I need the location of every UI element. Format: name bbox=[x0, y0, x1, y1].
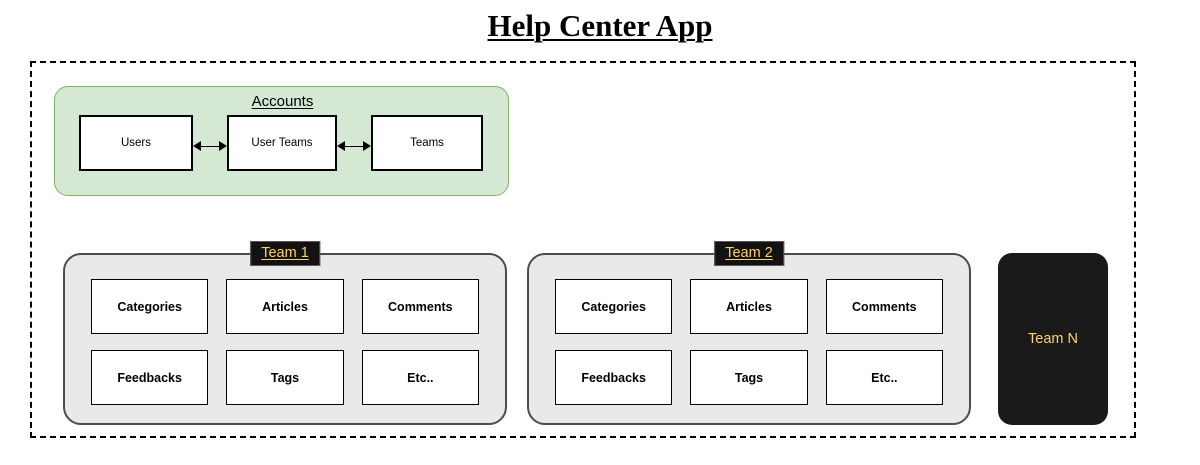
app-boundary-dashed-container bbox=[30, 61, 1136, 438]
team-badge: Team 1 bbox=[250, 241, 320, 266]
module-grid: Categories Articles Comments Feedbacks T… bbox=[91, 279, 479, 405]
module-box-articles[interactable]: Articles bbox=[226, 279, 344, 334]
bidirectional-arrow-icon bbox=[193, 141, 227, 151]
bidirectional-arrow-icon bbox=[337, 141, 371, 151]
module-box-comments[interactable]: Comments bbox=[361, 279, 479, 334]
module-grid: Categories Articles Comments Feedbacks T… bbox=[555, 279, 943, 405]
entity-box-user-teams[interactable]: User Teams bbox=[227, 115, 337, 171]
team-badge: Team 2 bbox=[714, 241, 784, 266]
module-box-feedbacks[interactable]: Feedbacks bbox=[91, 350, 209, 405]
module-box-articles[interactable]: Articles bbox=[690, 279, 808, 334]
page-title: Help Center App bbox=[0, 8, 1200, 44]
module-box-etc[interactable]: Etc.. bbox=[825, 350, 943, 405]
team-panel-1: Team 1 Categories Articles Comments Feed… bbox=[63, 241, 507, 425]
module-label: Etc.. bbox=[871, 370, 898, 385]
accounts-group: Accounts Users User Teams Teams bbox=[54, 86, 509, 196]
entity-box-users[interactable]: Users bbox=[79, 115, 193, 171]
module-label: Comments bbox=[388, 299, 453, 314]
module-box-categories[interactable]: Categories bbox=[91, 279, 209, 334]
module-box-feedbacks[interactable]: Feedbacks bbox=[555, 350, 673, 405]
module-label: Feedbacks bbox=[581, 370, 646, 385]
entity-label: Teams bbox=[410, 137, 444, 149]
module-label: Articles bbox=[726, 299, 772, 314]
module-box-tags[interactable]: Tags bbox=[690, 350, 808, 405]
module-label: Categories bbox=[581, 299, 646, 314]
team-panel-2: Team 2 Categories Articles Comments Feed… bbox=[527, 241, 971, 425]
team-n-label: Team N bbox=[1028, 331, 1078, 347]
module-label: Categories bbox=[117, 299, 182, 314]
module-label: Tags bbox=[734, 370, 764, 385]
module-label: Tags bbox=[270, 370, 300, 385]
module-label: Articles bbox=[262, 299, 308, 314]
accounts-group-label: Accounts bbox=[251, 93, 314, 110]
module-box-etc[interactable]: Etc.. bbox=[361, 350, 479, 405]
module-label: Feedbacks bbox=[117, 370, 182, 385]
module-box-comments[interactable]: Comments bbox=[825, 279, 943, 334]
module-box-categories[interactable]: Categories bbox=[555, 279, 673, 334]
module-label: Etc.. bbox=[407, 370, 434, 385]
entity-label: Users bbox=[120, 137, 152, 149]
entity-label: User Teams bbox=[251, 137, 313, 149]
module-box-tags[interactable]: Tags bbox=[226, 350, 344, 405]
entity-box-teams[interactable]: Teams bbox=[371, 115, 483, 171]
page-title-text: Help Center App bbox=[487, 8, 713, 43]
module-label: Comments bbox=[852, 299, 917, 314]
team-panel-n[interactable]: Team N bbox=[998, 253, 1108, 425]
